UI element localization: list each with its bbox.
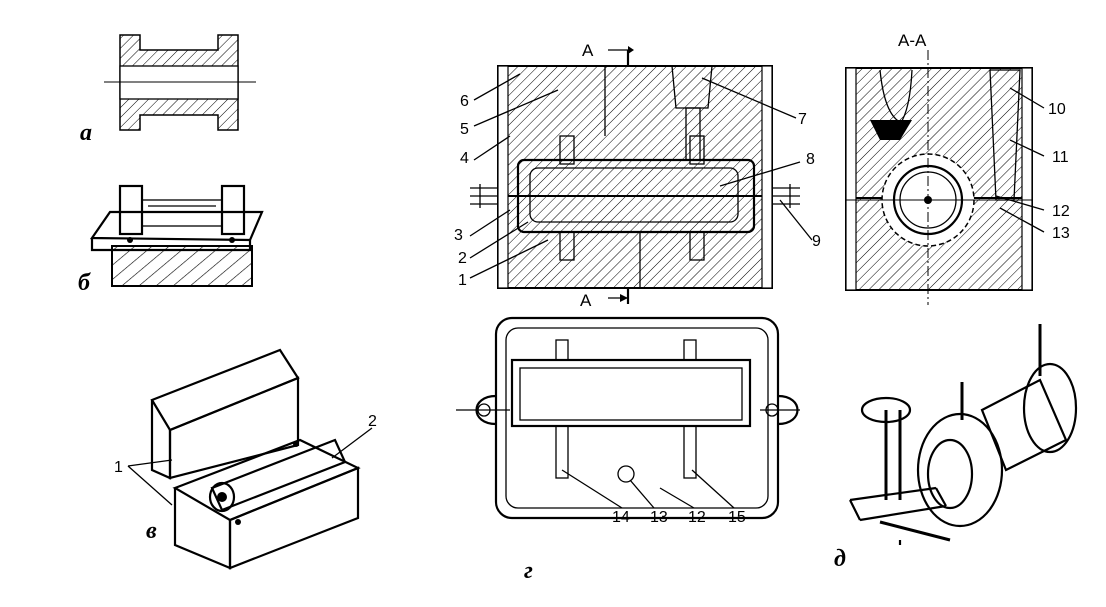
- callout-v-1: 1: [114, 459, 123, 476]
- callout-7: 7: [798, 111, 807, 128]
- callout-v-2: 2: [368, 413, 377, 430]
- callout-11: 11: [1052, 149, 1069, 166]
- mold-section-drawing: [470, 46, 800, 304]
- core-assembly-drawing: [849, 324, 1078, 545]
- callout-9: 9: [812, 233, 821, 250]
- panel-label-d: д: [834, 546, 846, 572]
- panel-label-g: г: [524, 558, 533, 584]
- section-mark-bottom: А: [580, 291, 592, 310]
- callout-g-13: 13: [650, 509, 668, 526]
- callout-10: 10: [1048, 101, 1066, 118]
- callout-5: 5: [460, 121, 469, 138]
- callout-13: 13: [1052, 225, 1070, 242]
- callout-g-14: 14: [612, 509, 630, 526]
- panel-label-v: в: [146, 518, 157, 544]
- panel-label-a: а: [80, 120, 92, 146]
- mold-half-plan-drawing: [456, 316, 800, 520]
- panel-label-b: б: [78, 270, 91, 296]
- section-aa-drawing: [845, 50, 1033, 305]
- callout-8: 8: [806, 151, 815, 168]
- callout-4: 4: [460, 150, 469, 167]
- wooden-pattern-drawing: [89, 184, 264, 287]
- callout-2: 2: [458, 250, 467, 267]
- callout-g-15: 15: [728, 509, 746, 526]
- callout-1: 1: [458, 272, 467, 289]
- callout-6: 6: [460, 93, 469, 110]
- spool-section-drawing: [104, 34, 256, 131]
- section-mark-top: А: [582, 41, 594, 60]
- split-pattern-drawing: [150, 348, 361, 570]
- callout-g-12: 12: [688, 509, 706, 526]
- callout-12: 12: [1052, 203, 1070, 220]
- section-title: А-А: [898, 31, 927, 50]
- callout-3: 3: [454, 227, 463, 244]
